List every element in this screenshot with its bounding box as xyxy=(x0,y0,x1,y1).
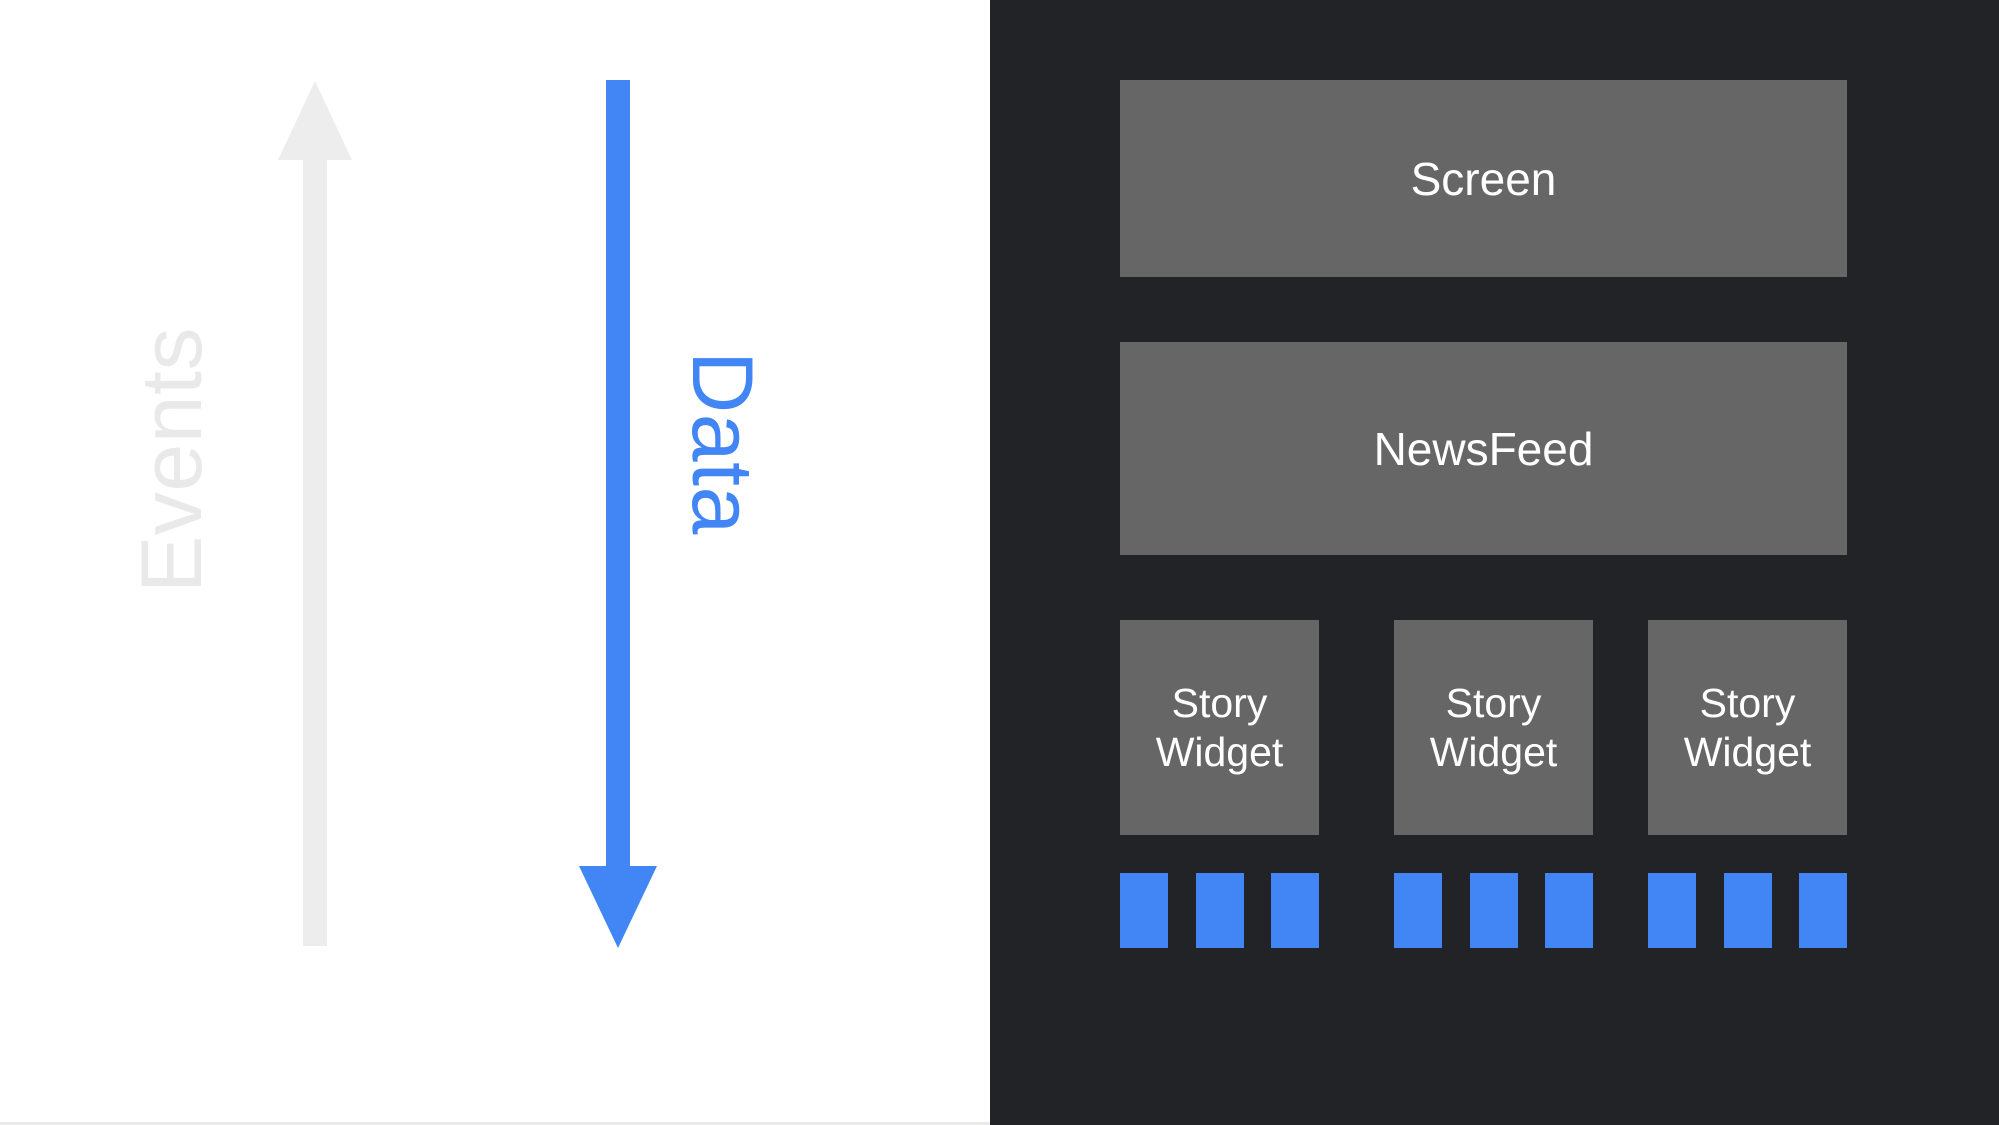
content-bar[interactable] xyxy=(1195,873,1244,948)
node-story-widget-1[interactable]: Story Widget xyxy=(1394,620,1593,835)
flow-legend-panel: Events Data xyxy=(0,0,990,1125)
node-newsfeed-label: NewsFeed xyxy=(1373,422,1594,475)
arrow-up-icon xyxy=(278,81,352,946)
node-story-widget-2[interactable]: Story Widget xyxy=(1648,620,1847,835)
node-story-widget-0[interactable]: Story Widget xyxy=(1120,620,1319,835)
data-flow-label: Data xyxy=(674,351,770,535)
story-label-line1: Story xyxy=(1699,680,1796,727)
arrow-down-icon xyxy=(579,80,657,948)
content-bar[interactable] xyxy=(1648,873,1696,948)
story-label-line2: Widget xyxy=(1155,728,1284,775)
story-widget-group: Story Widget xyxy=(1394,620,1593,948)
node-screen[interactable]: Screen xyxy=(1120,80,1847,277)
node-story-widget-0-label: Story Widget xyxy=(1156,679,1284,776)
story-label-line2: Widget xyxy=(1683,728,1812,775)
story-widget-group: Story Widget xyxy=(1120,620,1319,948)
content-bar[interactable] xyxy=(1120,873,1168,948)
story-label-line1: Story xyxy=(1445,680,1542,727)
story-label-line2: Widget xyxy=(1429,728,1558,775)
content-bar[interactable] xyxy=(1394,873,1442,948)
story-widget-0-bars xyxy=(1120,873,1319,948)
story-widget-group: Story Widget xyxy=(1648,620,1847,948)
content-bar[interactable] xyxy=(1469,873,1518,948)
content-bar[interactable] xyxy=(1271,873,1319,948)
content-bar[interactable] xyxy=(1799,873,1847,948)
node-story-widget-2-label: Story Widget xyxy=(1684,679,1812,776)
content-bar[interactable] xyxy=(1723,873,1772,948)
content-bar[interactable] xyxy=(1545,873,1593,948)
events-flow-label: Events xyxy=(124,327,220,593)
node-story-widget-1-label: Story Widget xyxy=(1430,679,1558,776)
story-widget-1-bars xyxy=(1394,873,1593,948)
story-widget-2-bars xyxy=(1648,873,1847,948)
node-screen-label: Screen xyxy=(1410,152,1557,205)
story-label-line1: Story xyxy=(1171,680,1268,727)
component-tree-panel: Screen NewsFeed Story Widget Sto xyxy=(990,0,1999,1125)
node-newsfeed[interactable]: NewsFeed xyxy=(1120,342,1847,555)
